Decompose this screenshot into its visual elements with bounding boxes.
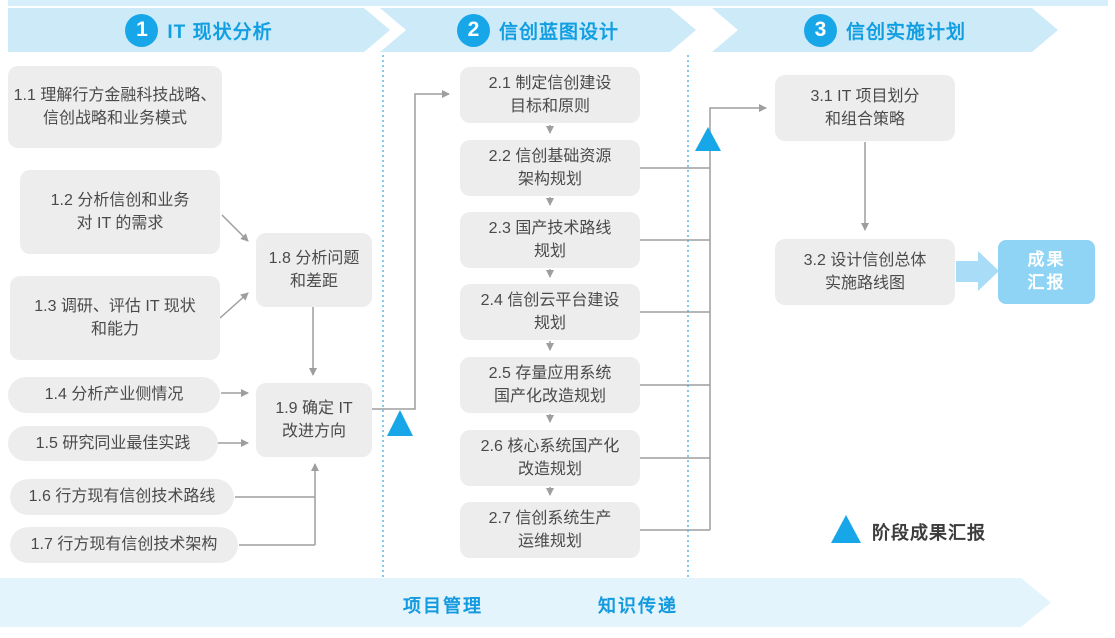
connector-1-9-to-2-1	[372, 90, 450, 410]
phase2-number-badge: 2	[457, 14, 490, 47]
step-box-1-1: 1.1 理解行方金融科技战略、 信创战略和业务模式	[8, 66, 222, 148]
step-box-2-1: 2.1 制定信创建设 目标和原则	[460, 67, 640, 123]
phase3-header-band: 3 信创实施计划	[712, 8, 1058, 52]
legend-label: 阶段成果汇报	[872, 523, 986, 543]
step-box-2-5: 2.5 存量应用系统 国产化改造规划	[460, 357, 640, 413]
top-decor-strip	[8, 0, 1108, 6]
result-arrow-shaft	[956, 261, 979, 282]
result-arrow-icon	[978, 251, 999, 291]
bottom-label-knowledge-transfer: 知识传递	[598, 596, 678, 616]
phase1-title: IT 现状分析	[167, 21, 273, 43]
phase1-number-badge: 1	[125, 14, 158, 47]
bottom-band	[0, 578, 1051, 627]
step-box-1-9: 1.9 确定 IT 改进方向	[256, 383, 372, 457]
step-box-1-4: 1.4 分析产业侧情况	[8, 377, 220, 413]
phase1-milestone-triangle-icon	[387, 410, 413, 436]
result-report-box: 成果 汇报	[998, 240, 1095, 304]
step-box-1-5: 1.5 研究同业最佳实践	[8, 426, 218, 461]
step-box-1-2: 1.2 分析信创和业务 对 IT 的需求	[20, 170, 220, 254]
step-box-1-6: 1.6 行方现有信创技术路线	[10, 479, 234, 515]
phase1-header-band: 1 IT 现状分析	[8, 8, 390, 52]
step-box-2-4: 2.4 信创云平台建设 规划	[460, 284, 640, 340]
phase2-header-band: 2 信创蓝图设计	[380, 8, 696, 52]
step-box-1-8: 1.8 分析问题 和差距	[256, 233, 372, 307]
step-box-3-1: 3.1 IT 项目划分 和组合策略	[775, 75, 955, 141]
legend-triangle-icon	[831, 515, 861, 543]
connector-1-3-to-1-8	[219, 292, 249, 319]
phase3-number-badge: 3	[804, 14, 837, 47]
step-box-3-2: 3.2 设计信创总体 实施路线图	[775, 239, 955, 305]
phase2-title: 信创蓝图设计	[498, 21, 619, 43]
bottom-label-project-management: 项目管理	[403, 596, 483, 616]
step-box-1-7: 1.7 行方现有信创技术架构	[10, 527, 238, 563]
step-box-2-6: 2.6 核心系统国产化 改造规划	[460, 430, 640, 486]
phase2-milestone-triangle-icon	[695, 127, 721, 151]
step-box-2-7: 2.7 信创系统生产 运维规划	[460, 502, 640, 558]
connector-1-2-to-1-8	[221, 214, 249, 242]
phase3-title: 信创实施计划	[845, 21, 966, 43]
collector-to-3-1	[709, 104, 767, 530]
step-box-2-2: 2.2 信创基础资源 架构规划	[460, 140, 640, 196]
step-box-1-3: 1.3 调研、评估 IT 现状 和能力	[10, 276, 220, 360]
step-box-2-3: 2.3 国产技术路线 规划	[460, 212, 640, 268]
